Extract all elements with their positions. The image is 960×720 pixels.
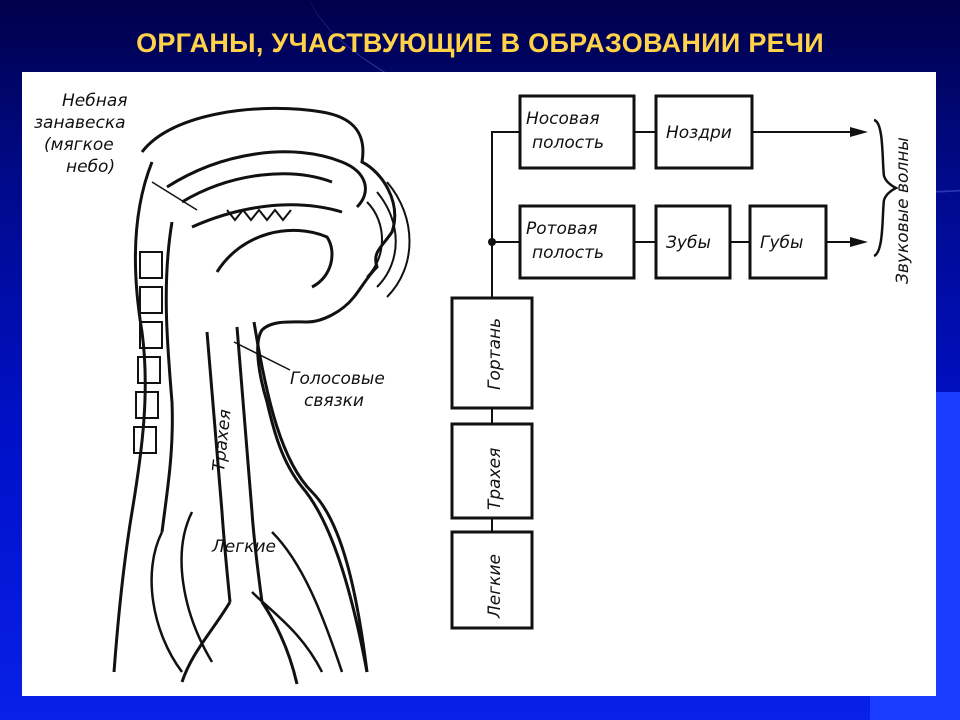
label-soft-palate-2: занавеска xyxy=(34,113,126,133)
junction-dot xyxy=(488,238,496,246)
block-connectors xyxy=(491,131,750,532)
trachea-left xyxy=(205,331,232,603)
block-label-larynx: Гортань xyxy=(485,318,505,390)
block-nasal-cavity xyxy=(518,94,636,170)
arrow-bottom xyxy=(850,237,868,247)
soft-palate-leader xyxy=(151,181,198,211)
block-label-teeth: Зубы xyxy=(666,233,711,253)
corner-decoration-bottom xyxy=(870,696,960,720)
back-outline xyxy=(112,161,154,673)
block-label-nasal-1: Носовая xyxy=(526,109,600,129)
upper-teeth xyxy=(226,208,292,222)
arrow-top xyxy=(850,127,868,137)
nasal-cavity-inner xyxy=(181,172,333,204)
lungs-outline xyxy=(150,511,344,673)
label-soft-palate-3: (мягкое xyxy=(44,135,114,155)
block-diagram xyxy=(450,94,899,630)
arrowheads xyxy=(488,127,868,247)
sound-wave-arcs xyxy=(366,181,411,298)
palate-line xyxy=(191,203,343,229)
tongue-outline xyxy=(215,229,334,289)
block-label-nostrils: Ноздри xyxy=(666,123,732,143)
block-label-oral-2: полость xyxy=(532,243,604,263)
label-soft-palate-1: Небная xyxy=(62,91,128,111)
vocal-cords-leader xyxy=(233,341,291,371)
block-label-trachea: Трахея xyxy=(485,448,505,510)
block-label-nasal-2: полость xyxy=(532,133,604,153)
diagram-panel: Небная занавеска (мягкое небо) Голосовые… xyxy=(22,72,936,696)
diagram-svg: Небная занавеска (мягкое небо) Голосовые… xyxy=(34,91,913,685)
neck-front xyxy=(256,320,369,673)
trachea-right xyxy=(235,326,264,603)
head-outline xyxy=(140,106,397,324)
block-label-lungs: Легкие xyxy=(485,554,505,619)
sound-waves-label: Звуковые волны xyxy=(893,137,913,284)
nasal-cavity-outline xyxy=(166,150,367,209)
esophagus-line xyxy=(252,321,369,673)
label-vocal-cords-2: связки xyxy=(304,391,364,411)
output-lines xyxy=(752,131,854,243)
label-soft-palate-4: небо) xyxy=(66,157,115,177)
label-lungs-anatomy: Легкие xyxy=(211,537,276,557)
label-vocal-cords-1: Голосовые xyxy=(290,369,385,389)
block-label-oral-1: Ротовая xyxy=(526,219,598,239)
spine-front xyxy=(160,221,174,533)
anatomy-drawing xyxy=(112,106,411,685)
bronchi xyxy=(180,601,299,685)
sound-waves-brace xyxy=(873,118,899,258)
block-label-lips: Губы xyxy=(760,233,803,253)
vertebrae xyxy=(133,251,163,454)
block-oral-cavity xyxy=(518,204,636,280)
corner-decoration xyxy=(936,392,960,720)
slide-title: ОРГАНЫ, УЧАСТВУЮЩИЕ В ОБРАЗОВАНИИ РЕЧИ xyxy=(136,28,824,58)
